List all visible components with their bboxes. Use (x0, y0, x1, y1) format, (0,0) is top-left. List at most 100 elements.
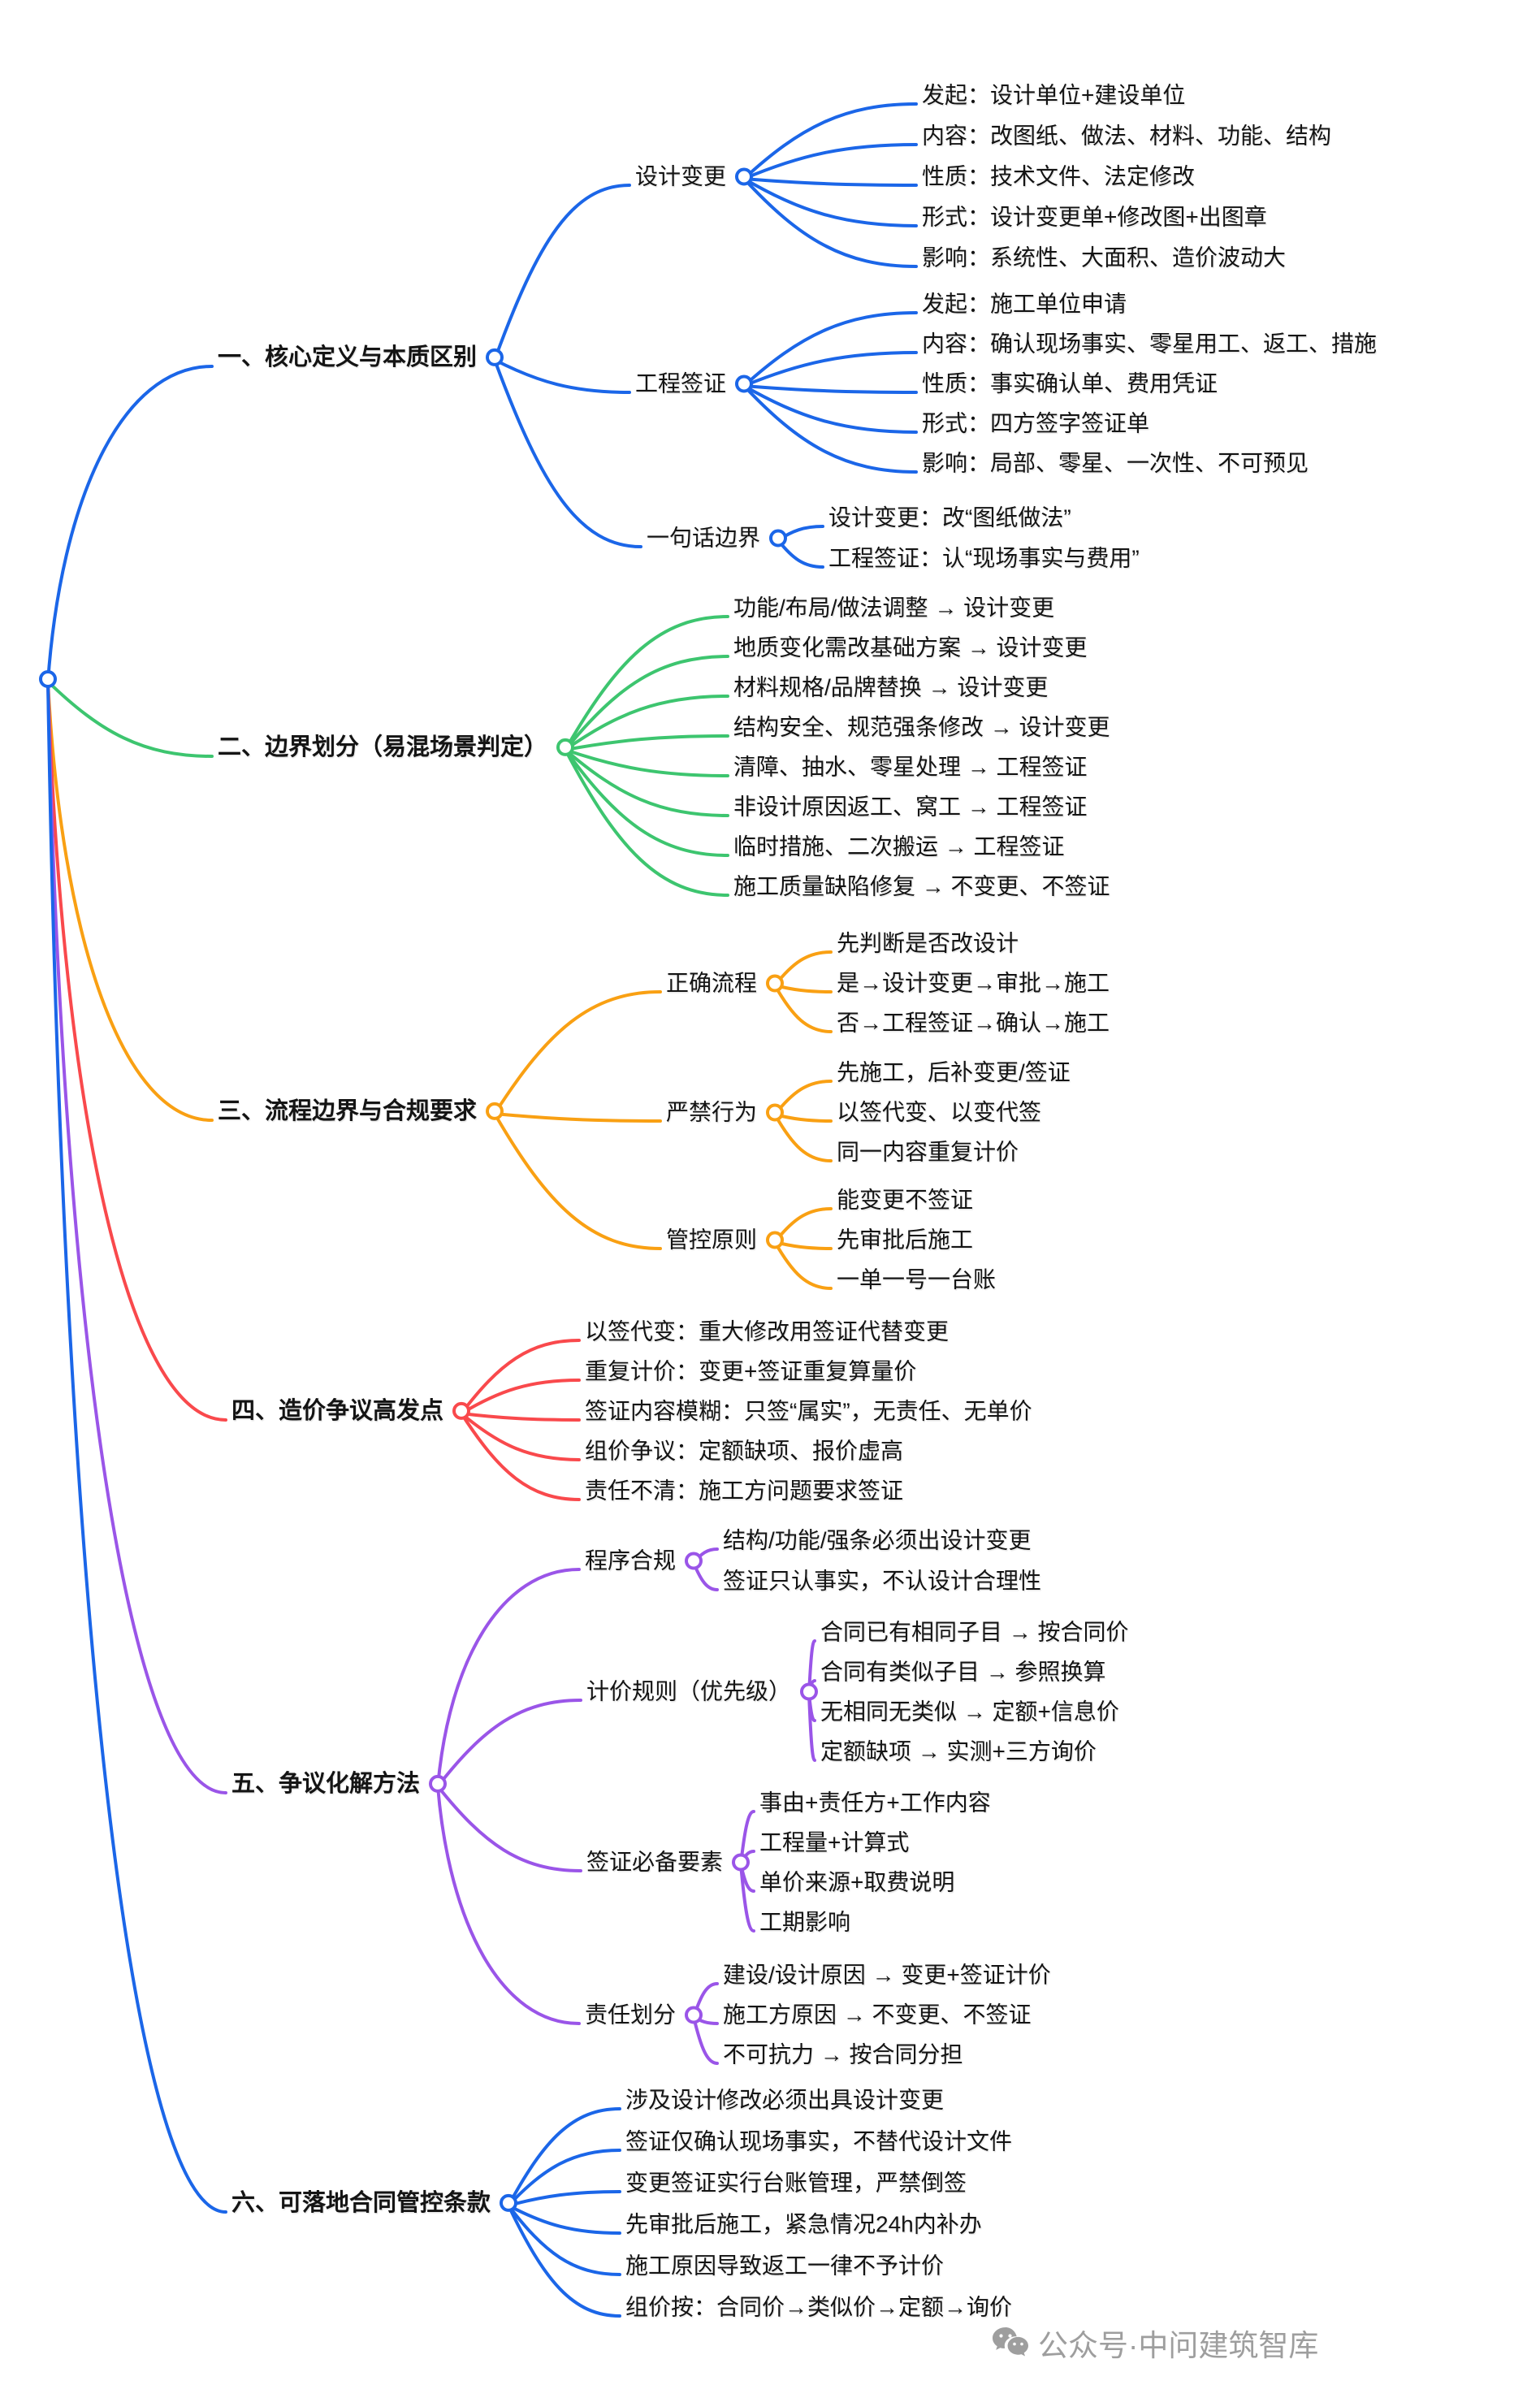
leaf-node[interactable]: 内容：改图纸、做法、材料、功能、结构 (922, 122, 1331, 150)
leaf-label: 影响：系统性、大面积、造价波动大 (922, 245, 1287, 271)
collapse-toggle[interactable] (556, 738, 575, 756)
branch-boundary-scenarios[interactable]: 二、边界划分（易混场景判定） (218, 733, 575, 762)
leaf-label: 发起：设计单位+建设单位 (922, 82, 1186, 108)
leaf-node[interactable]: 组价争议：定额缺项、报价虚高 (585, 1437, 903, 1465)
leaf-node[interactable]: 签证仅确认现场事实，不替代设计文件 (625, 2127, 1012, 2156)
collapse-toggle[interactable] (766, 1103, 785, 1121)
node-label: 程序合规 (585, 1547, 677, 1573)
leaf-node[interactable]: 影响：系统性、大面积、造价波动大 (922, 244, 1286, 272)
collapse-toggle[interactable] (735, 167, 754, 185)
leaf-node[interactable]: 形式：四方签字签证单 (922, 409, 1149, 438)
leaf-node[interactable]: 以签代变：重大修改用签证代替变更 (585, 1318, 949, 1346)
branch-core-definitions[interactable]: 一、核心定义与本质区别 (218, 343, 504, 372)
node-correct-process[interactable]: 正确流程 (666, 969, 785, 998)
leaf-node[interactable]: 功能/布局/做法调整 → 设计变更 (733, 594, 1054, 622)
node-design-change[interactable]: 设计变更 (635, 162, 754, 191)
leaf-node[interactable]: 设计变更：改“图纸做法” (828, 504, 1071, 532)
leaf-node[interactable]: 先施工，后补变更/签证 (837, 1058, 1071, 1087)
leaf-node[interactable]: 合同已有相同子目 → 按合同价 (820, 1618, 1129, 1647)
leaf-node[interactable]: 否→工程签证→确认→施工 (837, 1009, 1110, 1037)
node-procedure-compliance[interactable]: 程序合规 (585, 1547, 703, 1575)
leaf-node[interactable]: 重复计价：变更+签证重复算量价 (585, 1357, 916, 1386)
leaf-node[interactable]: 一单一号一台账 (837, 1266, 996, 1294)
branch-cost-dispute-hotspots[interactable]: 四、造价争议高发点 (231, 1396, 471, 1426)
collapse-toggle[interactable] (685, 2006, 703, 2024)
leaf-node[interactable]: 以签代变、以变代签 (837, 1098, 1041, 1127)
leaf-node[interactable]: 同一内容重复计价 (837, 1138, 1019, 1167)
leaf-node[interactable]: 不可抗力 → 按合同分担 (723, 2041, 963, 2069)
branch-process-compliance[interactable]: 三、流程边界与合规要求 (218, 1097, 504, 1126)
leaf-node[interactable]: 工期影响 (759, 1908, 850, 1937)
collapse-toggle[interactable] (732, 1853, 751, 1871)
leaf-label: 定额缺项 → 实测+三方询价 (820, 1738, 1097, 1764)
leaf-label: 建设/设计原因 → 变更+签证计价 (723, 1962, 1051, 1988)
collapse-toggle[interactable] (486, 348, 504, 366)
root-node[interactable] (39, 670, 57, 688)
node-pricing-rules[interactable]: 计价规则（优先级） (586, 1677, 819, 1706)
leaf-node[interactable]: 是→设计变更→审批→施工 (837, 969, 1110, 998)
leaf-node[interactable]: 无相同无类似 → 定额+信息价 (820, 1698, 1119, 1726)
node-control-principles[interactable]: 管控原则 (666, 1226, 785, 1254)
node-responsibility-division[interactable]: 责任划分 (585, 2001, 703, 2029)
leaf-node[interactable]: 合同有类似子目 → 参照换算 (820, 1658, 1106, 1686)
node-site-visa[interactable]: 工程签证 (635, 370, 754, 398)
branch-contract-clauses[interactable]: 六、可落地合同管控条款 (231, 2188, 518, 2218)
leaf-node[interactable]: 责任不清：施工方问题要求签证 (585, 1477, 903, 1505)
leaf-node[interactable]: 定额缺项 → 实测+三方询价 (820, 1738, 1097, 1766)
leaf-node[interactable]: 单价来源+取费说明 (759, 1868, 954, 1897)
leaf-node[interactable]: 形式：设计变更单+修改图+出图章 (922, 203, 1267, 232)
leaf-node[interactable]: 性质：技术文件、法定修改 (922, 162, 1195, 191)
leaf-node[interactable]: 组价按：合同价→类似价→定额→询价 (625, 2293, 1012, 2322)
leaf-label: 同一内容重复计价 (837, 1139, 1019, 1165)
leaf-node[interactable]: 结构/功能/强条必须出设计变更 (723, 1526, 1032, 1555)
collapse-toggle[interactable] (429, 1775, 448, 1793)
leaf-label: 责任不清：施工方问题要求签证 (585, 1478, 904, 1504)
leaf-node[interactable]: 施工质量缺陷修复 → 不变更、不签证 (733, 872, 1110, 901)
leaf-node[interactable]: 工程量+计算式 (759, 1829, 909, 1857)
collapse-toggle[interactable] (800, 1682, 819, 1700)
leaf-node[interactable]: 能变更不签证 (837, 1186, 973, 1214)
node-visa-required-elements[interactable]: 签证必备要素 (586, 1848, 751, 1876)
branch-label: 二、边界划分（易混场景判定） (218, 734, 548, 760)
collapse-toggle[interactable] (769, 529, 788, 547)
collapse-toggle[interactable] (766, 974, 785, 992)
leaf-node[interactable]: 材料规格/品牌替换 → 设计变更 (733, 673, 1048, 702)
root-circle[interactable] (39, 670, 57, 688)
leaf-label: 清障、抽水、零星处理 → 工程签证 (733, 754, 1088, 780)
leaf-node[interactable]: 先判断是否改设计 (837, 929, 1019, 958)
leaf-node[interactable]: 涉及设计修改必须出具设计变更 (625, 2086, 944, 2114)
leaf-node[interactable]: 发起：施工单位申请 (922, 290, 1127, 318)
leaf-node[interactable]: 施工方原因 → 不变更、不签证 (723, 2001, 1032, 2029)
leaf-label: 以签代变：重大修改用签证代替变更 (585, 1318, 950, 1344)
leaf-label: 签证只认事实，不认设计合理性 (723, 1568, 1042, 1594)
collapse-toggle[interactable] (486, 1102, 504, 1120)
node-one-line-boundary[interactable]: 一句话边界 (647, 524, 788, 552)
leaf-node[interactable]: 临时措施、二次搬运 → 工程签证 (733, 833, 1065, 861)
leaf-node[interactable]: 发起：设计单位+建设单位 (922, 81, 1185, 110)
leaf-node[interactable]: 工程签证：认“现场事实与费用” (828, 544, 1140, 573)
leaf-node[interactable]: 清障、抽水、零星处理 → 工程签证 (733, 753, 1088, 781)
leaf-node[interactable]: 地质变化需改基础方案 → 设计变更 (733, 634, 1088, 662)
collapse-toggle[interactable] (735, 374, 754, 392)
leaf-node[interactable]: 结构安全、规范强条修改 → 设计变更 (733, 713, 1110, 742)
leaf-node[interactable]: 建设/设计原因 → 变更+签证计价 (723, 1961, 1051, 1989)
collapse-toggle[interactable] (500, 2194, 518, 2212)
leaf-node[interactable]: 影响：局部、零星、一次性、不可预见 (922, 449, 1309, 478)
leaf-node[interactable]: 性质：事实确认单、费用凭证 (922, 370, 1218, 398)
node-prohibited-acts[interactable]: 严禁行为 (666, 1098, 785, 1127)
leaf-label: 发起：施工单位申请 (922, 291, 1127, 317)
collapse-toggle[interactable] (766, 1231, 785, 1249)
leaf-node[interactable]: 内容：确认现场事实、零星用工、返工、措施 (922, 330, 1377, 358)
leaf-node[interactable]: 先审批后施工，紧急情况24h内补办 (625, 2210, 982, 2239)
collapse-toggle[interactable] (685, 1552, 703, 1569)
leaf-node[interactable]: 签证只认事实，不认设计合理性 (723, 1567, 1041, 1595)
leaf-node[interactable]: 变更签证实行台账管理，严禁倒签 (625, 2169, 967, 2197)
leaf-node[interactable]: 施工原因导致返工一律不予计价 (625, 2252, 944, 2280)
watermark-text: 公众号·中问建筑智库 (1038, 2329, 1319, 2362)
leaf-node[interactable]: 事由+责任方+工作内容 (759, 1789, 991, 1817)
leaf-node[interactable]: 先审批后施工 (837, 1226, 973, 1254)
leaf-node[interactable]: 非设计原因返工、窝工 → 工程签证 (733, 793, 1088, 821)
branch-dispute-resolution[interactable]: 五、争议化解方法 (231, 1769, 448, 1798)
leaf-node[interactable]: 签证内容模糊：只签“属实”，无责任、无单价 (585, 1397, 1032, 1426)
collapse-toggle[interactable] (452, 1402, 471, 1420)
